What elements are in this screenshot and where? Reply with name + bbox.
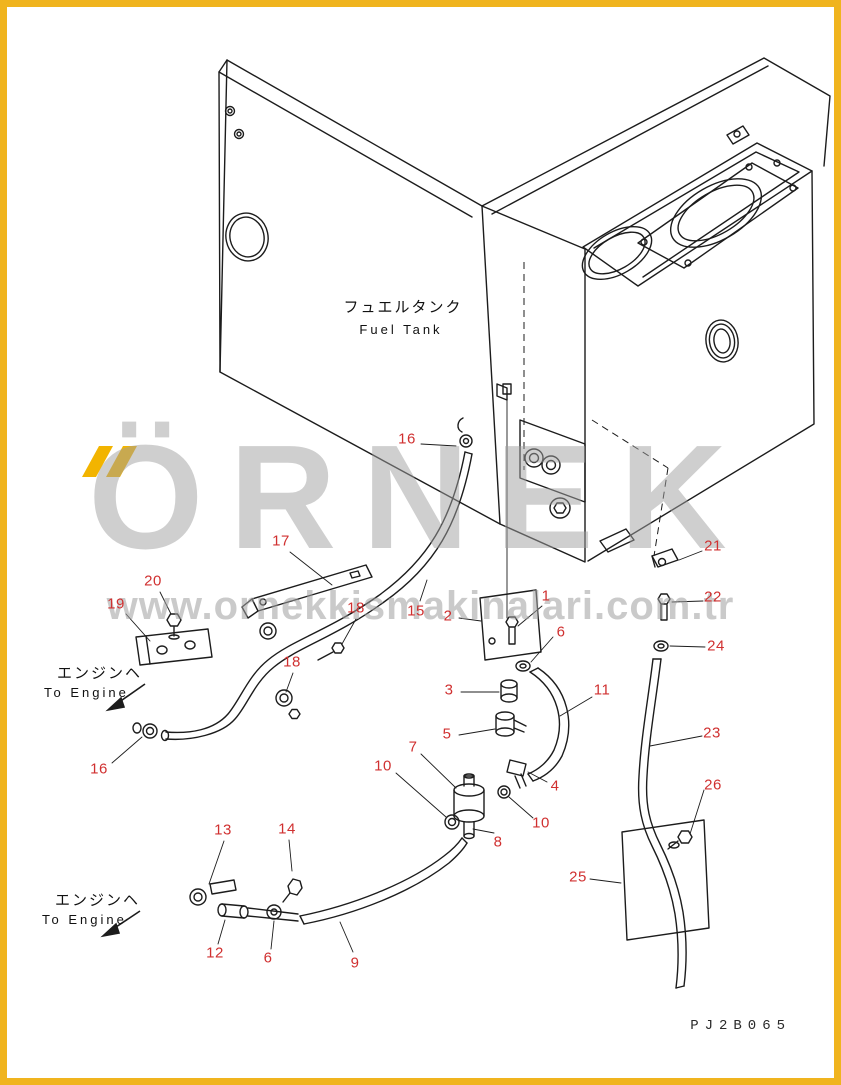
callout-25: 25 [569,868,587,886]
tank-outline [218,57,831,563]
to-engine-label-top-jp: エンジンヘ [57,665,142,682]
callout-8: 8 [493,833,503,851]
to-engine-label-bottom-en: To Engine [42,912,127,927]
callout-13: 13 [214,821,232,839]
callout-22: 22 [704,588,722,606]
callout-11: 11 [593,681,611,699]
fuel-tank-label-jp: フュエルタンク [343,299,462,316]
callout-12: 12 [206,944,224,962]
callout-16: 16 [398,430,416,448]
callout-17: 17 [272,532,290,550]
callout-18: 18 [347,599,365,617]
to-engine-arrow-bottom [100,910,141,938]
to-engine-label-top-en: To Engine [44,685,129,700]
callout-6: 6 [263,949,273,967]
callout-26: 26 [704,776,722,794]
callout-10: 10 [374,757,392,775]
callout-16: 16 [90,760,108,778]
callout-15: 15 [407,602,425,620]
callout-14: 14 [278,820,296,838]
callout-1: 1 [541,587,551,605]
callout-23: 23 [703,724,721,742]
callout-9: 9 [350,954,360,972]
callout-18: 18 [283,653,301,671]
watermark-logo [66,444,150,483]
leader-lines [111,443,706,953]
callout-20: 20 [144,572,162,590]
fuel-tank-label-en: Fuel Tank [359,322,442,337]
callout-4: 4 [550,777,560,795]
hidden-lines [523,262,669,557]
watermark-url: www.ornekkismakinalari.com.tr [106,584,735,628]
callout-2: 2 [443,607,453,625]
callout-21: 21 [704,537,722,555]
callout-19: 19 [107,595,125,613]
callout-7: 7 [408,738,418,756]
part-code: PJ2B065 [690,1018,791,1034]
callout-24: 24 [707,637,725,655]
to-engine-label-bottom-jp: エンジンヘ [55,892,140,909]
callout-10: 10 [532,814,550,832]
piping-parts [132,393,710,989]
to-engine-arrow-top [105,683,146,712]
callout-6: 6 [556,623,566,641]
watermark-brand: ÖRNEK [88,415,753,580]
callout-3: 3 [444,681,454,699]
callout-5: 5 [442,725,452,743]
